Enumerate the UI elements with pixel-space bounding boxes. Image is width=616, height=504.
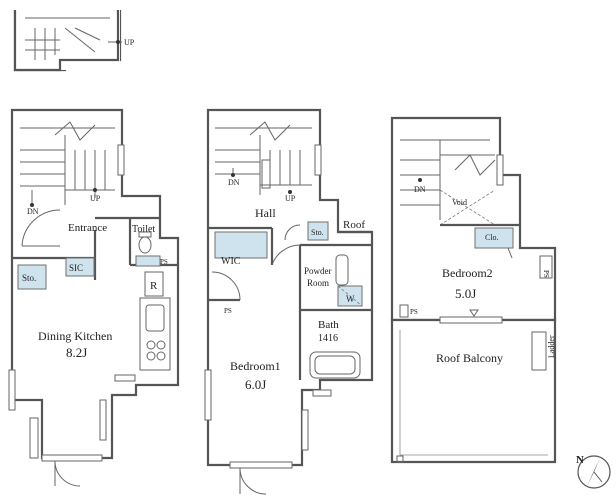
floor3-dn-label: DN [414, 185, 426, 194]
washer-label: W [346, 294, 355, 304]
bath-size: 1416 [318, 333, 338, 344]
powder-room-label-2: Room [307, 278, 329, 288]
bath-label: Bath [318, 319, 339, 331]
floor2-ps-label: PS [224, 307, 232, 315]
stair-top-up-label: UP [124, 38, 135, 47]
toilet-label: Toilet [132, 224, 155, 235]
wic-label: WIC [221, 256, 241, 267]
closet-label: Clo. [485, 233, 499, 242]
floor-2: DN UP Hall Roof [204, 108, 374, 495]
north-label: N [576, 454, 584, 466]
hall-label: Hall [255, 206, 276, 220]
floor3-ps-right-label: PS [542, 270, 550, 278]
floor2-up-label: UP [285, 194, 296, 203]
powder-room-label-1: Powder [304, 266, 332, 276]
floor2-sto-label: Sto. [311, 228, 324, 237]
north-arrow-icon: N [576, 454, 611, 489]
floor-3: DN Void Clo. Bedroom2 5.0J PS PS Roof Ba… [390, 116, 557, 464]
void-label: Void [452, 198, 467, 207]
floor2-stairs [215, 121, 312, 195]
roof-label: Roof [343, 219, 365, 231]
floor2-dn-label: DN [228, 178, 240, 187]
roof-balcony-label: Roof Balcony [436, 351, 503, 365]
floor-1: UP DN [8, 108, 180, 487]
dining-kitchen-size: 8.2J [66, 345, 87, 360]
floor1-stairs [20, 121, 115, 205]
stair-top-fragment: UP [13, 10, 135, 72]
bedroom1-size: 6.0J [245, 377, 266, 392]
sic-label: SIC [69, 263, 83, 273]
floor3-ps-left-label: PS [410, 308, 418, 316]
cooktop [146, 340, 166, 361]
bedroom2-label: Bedroom2 [442, 266, 493, 280]
floor1-dn-label: DN [27, 207, 39, 216]
floor1-ps-label: PS [160, 258, 168, 266]
dining-kitchen-label: Dining Kitchen [38, 329, 112, 343]
bedroom2-size: 5.0J [455, 286, 476, 301]
floor3-stairs [400, 139, 496, 220]
ladder-label: Ladder [547, 335, 556, 358]
floor1-up-label: UP [90, 194, 101, 203]
entrance-label: Entrance [68, 222, 107, 234]
floor1-sto-label: Sto. [22, 273, 36, 283]
fridge-label: R [150, 280, 158, 292]
bedroom1-label: Bedroom1 [230, 359, 281, 373]
stair-treads-top [25, 17, 110, 60]
